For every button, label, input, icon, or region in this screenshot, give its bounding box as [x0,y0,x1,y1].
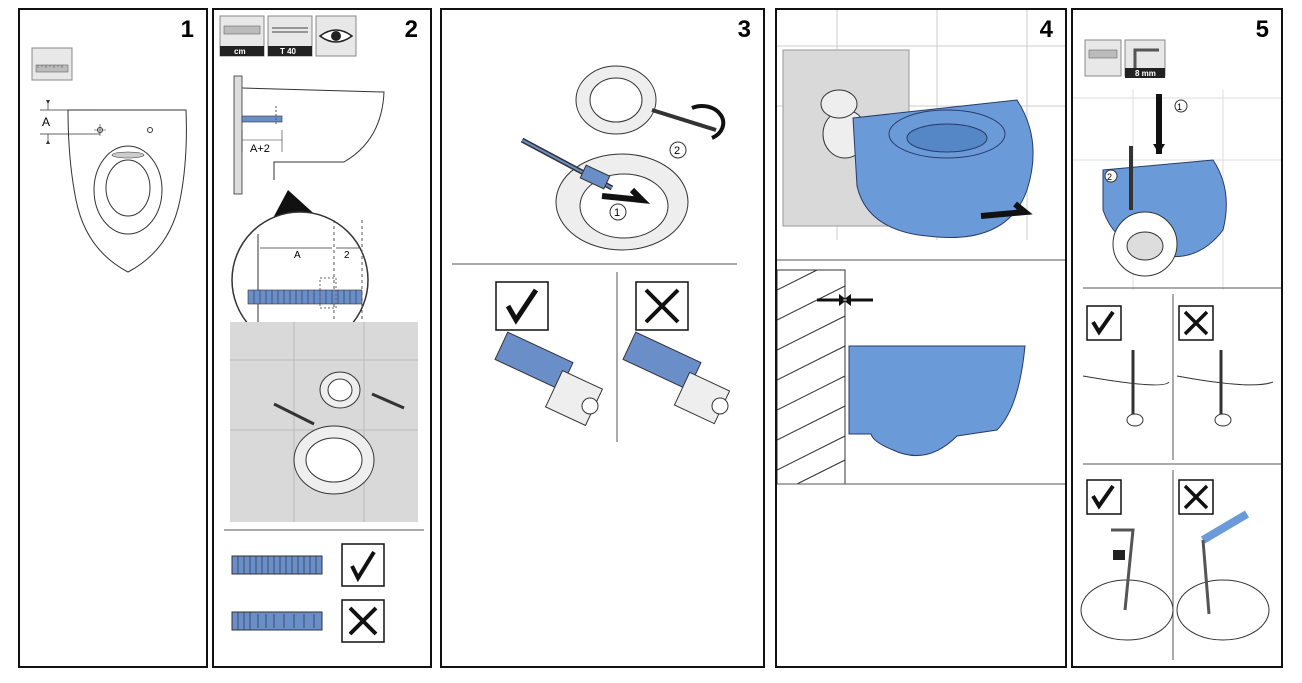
dimension-2: 2 [344,250,350,261]
flush-wall-section [777,269,1026,485]
ruler-icon [31,47,73,81]
step-1-illustration: A [31,47,187,273]
callout-2: 2 [1107,172,1112,182]
tool-label-t40: T 40 [280,47,297,56]
step-3-illustration: 1 2 [452,65,737,442]
dimension-a-marker [40,100,100,144]
step-4-panel: 4 [775,8,1067,668]
key-depth-incorrect [1176,350,1274,427]
key-depth-correct [1082,350,1170,427]
check-icon [1086,305,1122,341]
ruler-icon [219,15,265,57]
check-icon [1086,479,1122,515]
dimension-a-plus-2: A+2 [250,143,270,155]
tool-label-8mm: 8 mm [1135,69,1156,78]
step-2-number: 2 [404,16,418,43]
bolt-correct-detail [494,331,604,427]
dimension-a-label: A [42,115,50,129]
step-3-panel: 3 1 2 [440,8,765,668]
bolt-incorrect-detail [622,331,731,425]
bolt-incorrect-sample [231,611,323,631]
wall-fixture-view [230,322,418,522]
step-2-illustration: cm T 40 A+2 A 2 [219,15,424,643]
key-angle-incorrect [1176,510,1270,641]
tool-label-cm: cm [234,47,246,56]
bolt-correct-sample [231,555,323,575]
step-5-panel: 5 8 mm 1 2 [1071,8,1283,668]
step-2-panel: 2 cm T 40 A+2 [212,8,432,668]
step-5-number: 5 [1255,16,1269,43]
detail-magnifier [231,211,369,349]
step-4-number: 4 [1039,16,1053,43]
step-1-number: 1 [180,16,194,43]
dimension-a: A [294,250,301,261]
eye-icon [315,15,357,57]
step-1-panel: 1 A [18,8,208,668]
check-icon [341,543,385,587]
step-5-illustration: 8 mm 1 2 [1073,39,1281,660]
key-angle-correct [1080,528,1174,641]
check-icon [495,281,549,331]
callout-1: 1 [614,207,620,219]
callout-1: 1 [1177,102,1182,112]
hex-key-icon [1124,39,1166,78]
cross-icon [635,281,689,331]
callout-2: 2 [674,145,680,157]
cross-icon [1178,479,1214,515]
wall-side-view [233,75,385,195]
step-3-number: 3 [737,16,751,43]
cross-icon [1178,305,1214,341]
connector-assembly [520,65,726,251]
hex-key-adjustment [1073,90,1281,290]
cross-icon [341,599,385,643]
ruler-icon [1084,39,1122,77]
step-4-illustration [777,10,1065,485]
drill-bit-icon [267,15,313,57]
toilet-top-view [67,109,187,273]
toilet-mounting [820,89,1034,238]
